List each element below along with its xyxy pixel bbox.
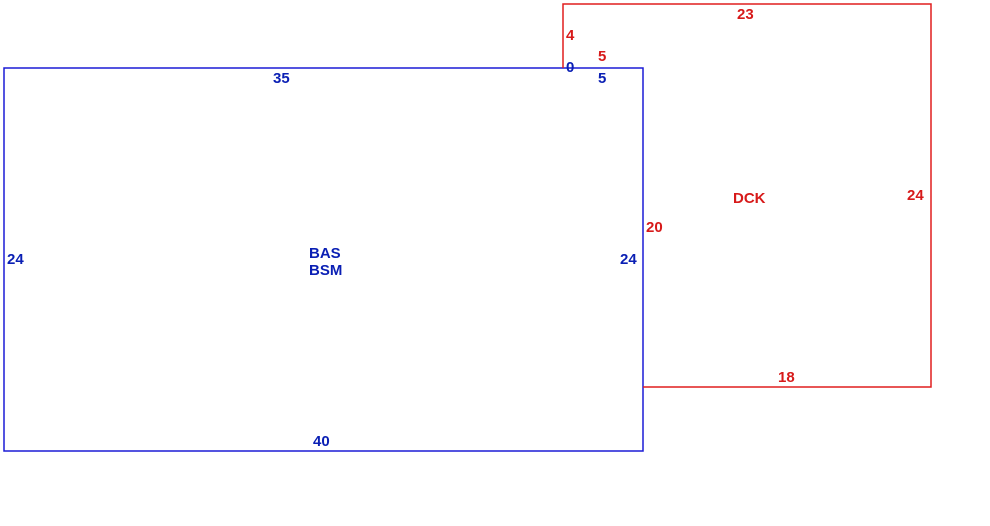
basement-notch-dimension: 5 [598, 70, 606, 87]
deck-left-upper-dimension: 4 [566, 27, 575, 44]
basement-right-dimension: 24 [620, 251, 637, 268]
basement-bottom-dimension: 40 [313, 433, 330, 450]
basement-corner-dimension: 0 [566, 59, 574, 76]
basement-left-dimension: 24 [7, 251, 24, 268]
deck-name: DCK [733, 190, 766, 207]
basement-outline [3, 67, 644, 452]
deck-top-dimension: 23 [737, 6, 754, 23]
basement-name-2: BSM [309, 262, 342, 279]
basement-name-1: BAS [309, 245, 341, 262]
deck-left-lower-dimension: 20 [646, 219, 663, 236]
deck-right-dimension: 24 [907, 187, 924, 204]
deck-bottom-dimension: 18 [778, 369, 795, 386]
deck-notch-dimension: 5 [598, 48, 606, 65]
deck-outline [562, 3, 932, 388]
basement-top-dimension: 35 [273, 70, 290, 87]
